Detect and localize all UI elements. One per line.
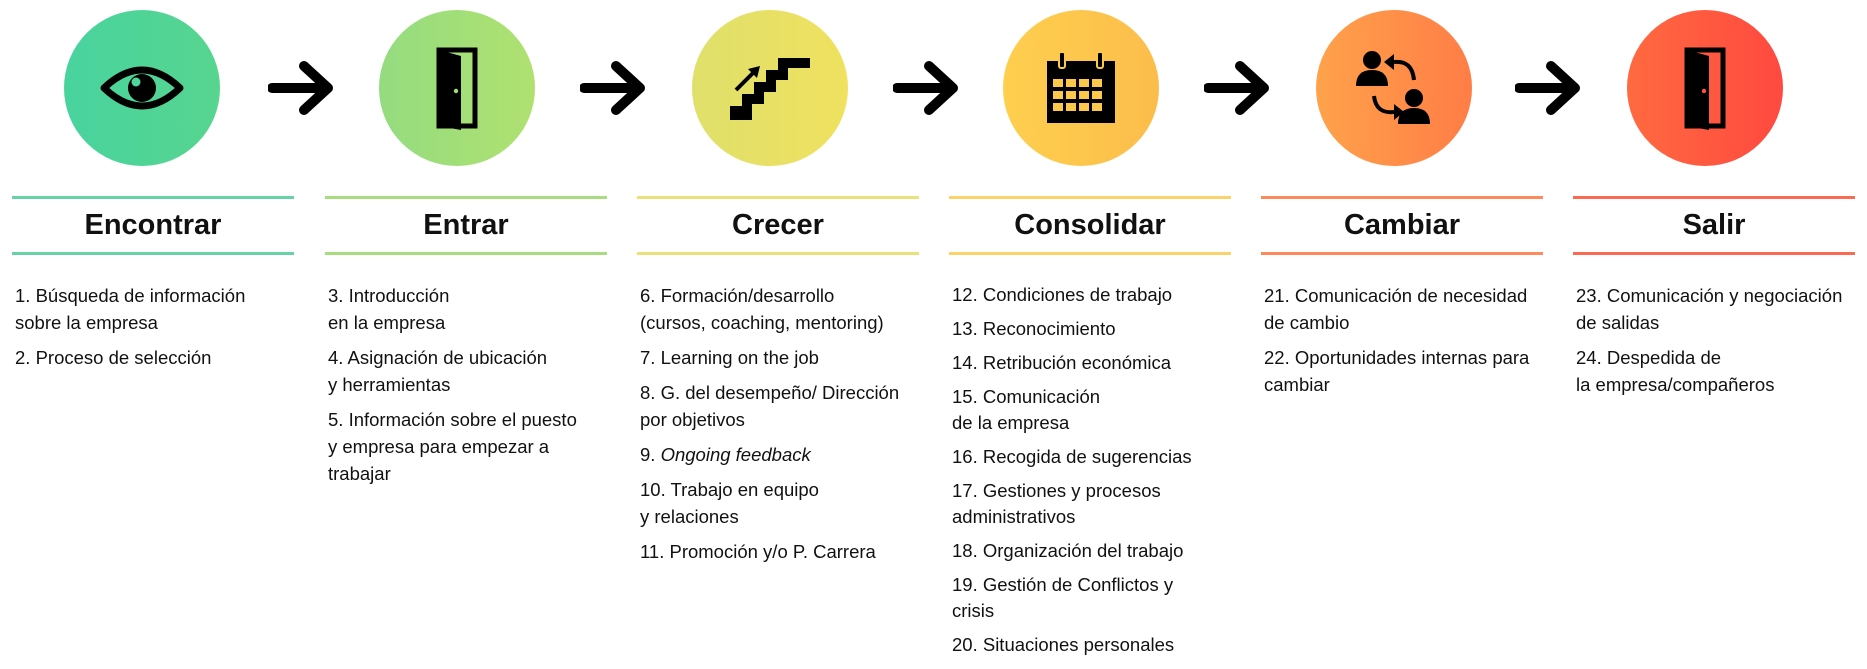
exit-door-icon [1684,47,1726,130]
list-item: 11. Promoción y/o P. Carrera [640,541,876,562]
divider [1573,252,1855,255]
stage-circle-crecer [692,10,848,166]
list-item: 21. Comunicación de necesidad de cambio [1264,285,1528,333]
divider [325,196,607,199]
list-item: 1. Búsqueda de información sobre la empr… [15,285,246,333]
list-item: 17. Gestiones y procesos administrativos [952,480,1161,527]
stage-circle-encontrar [64,10,220,166]
item-text-italic: Ongoing feedback [660,444,811,465]
divider [637,196,919,199]
stage-column-encontrar: Encontrar 1. Búsqueda de información sob… [12,196,294,379]
stage-items: 6. Formación/desarrollo (cursos, coachin… [637,282,919,565]
list-item: 14. Retribución económica [952,352,1172,373]
stage-circle-consolidar [1003,10,1159,166]
divider [12,196,294,199]
divider [325,252,607,255]
stage-circle-salir [1627,10,1783,166]
item-number: 9. [640,444,661,465]
list-item: 12. Condiciones de trabajo [952,284,1173,305]
stage-circle-entrar [379,10,535,166]
stage-title: Encontrar [84,209,222,241]
list-item: 18. Organización del trabajo [952,540,1184,561]
list-item: 9. Ongoing feedback [640,441,919,468]
stage-column-consolidar: Consolidar 12. Condiciones de trabajo 13… [949,196,1231,658]
list-item: 5. Información sobre el puesto y empresa… [328,409,577,484]
stage-items: 1. Búsqueda de información sobre la empr… [12,282,294,371]
list-item: 15. Comunicación de la empresa [952,386,1101,433]
list-item: 24. Despedida de la empresa/compañeros [1576,347,1775,395]
list-item: 2. Proceso de selección [15,347,212,368]
arrow-right-icon [1204,61,1269,115]
stage-title: Salir [1682,209,1746,241]
list-item: 20. Situaciones personales [952,634,1175,655]
divider [949,252,1231,255]
arrow-right-icon [893,61,958,115]
list-item: 7. Learning on the job [640,347,819,368]
arrow-right-icon [580,61,645,115]
stage-column-salir: Salir 23. Comunicación y negociación de … [1573,196,1855,406]
list-item: 8. G. del desempeño/ Dirección por objet… [640,382,900,430]
divider [949,196,1231,199]
stage-title: Cambiar [1343,209,1461,241]
eye-icon [100,66,184,110]
stage-column-entrar: Entrar 3. Introducción en la empresa 4. … [325,196,607,495]
stage-items: 3. Introducción en la empresa 4. Asignac… [325,282,607,487]
calendar-icon [1047,51,1115,123]
stage-circle-cambiar [1316,10,1472,166]
stage-title: Consolidar [1014,209,1166,241]
stairs-up-icon [730,58,810,120]
stage-items: 12. Condiciones de trabajo 13. Reconocim… [949,282,1231,658]
list-item: 16. Recogida de sugerencias [952,446,1192,467]
door-icon [436,47,478,130]
list-item: 10. Trabajo en equipo y relaciones [640,479,819,527]
divider [1261,252,1543,255]
arrow-right-icon [268,61,333,115]
stage-title: Crecer [732,209,824,241]
stage-items: 23. Comunicación y negociación de salida… [1573,282,1855,398]
divider [1573,196,1855,199]
list-item: 13. Reconocimiento [952,318,1116,339]
list-item: 3. Introducción en la empresa [328,285,450,333]
divider [1261,196,1543,199]
divider [12,252,294,255]
arrow-right-icon [1515,61,1580,115]
list-item: 6. Formación/desarrollo (cursos, coachin… [640,285,884,333]
people-swap-icon [1356,51,1430,124]
list-item: 22. Oportunidades internas para cambiar [1264,347,1530,395]
stage-column-cambiar: Cambiar 21. Comunicación de necesidad de… [1261,196,1543,406]
list-item: 4. Asignación de ubicación y herramienta… [328,347,548,395]
list-item: 19. Gestión de Conflictos y crisis [952,574,1174,621]
stage-title: Entrar [423,209,509,241]
stage-column-crecer: Crecer 6. Formación/desarrollo (cursos, … [637,196,919,573]
list-item: 23. Comunicación y negociación de salida… [1576,285,1843,333]
divider [637,252,919,255]
stage-items: 21. Comunicación de necesidad de cambio … [1261,282,1543,398]
